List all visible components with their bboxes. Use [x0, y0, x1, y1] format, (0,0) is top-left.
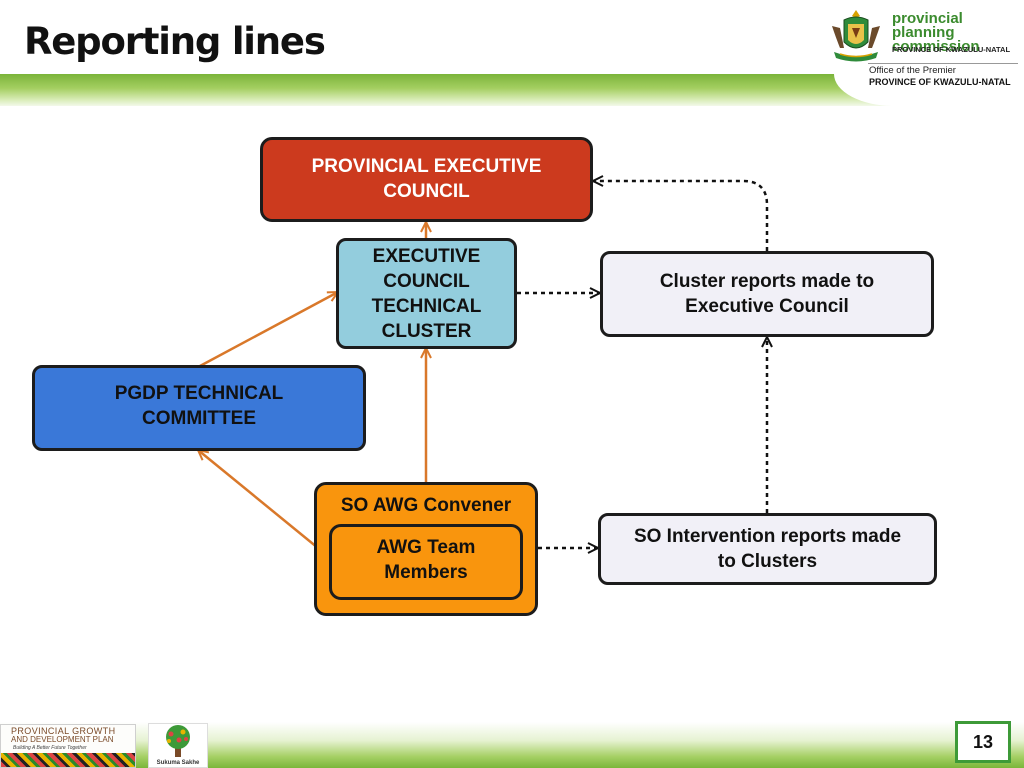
- sukuma-sakhe-logo: Sukuma Sakhe: [148, 723, 208, 768]
- edge-awg-to-pgdp: [198, 450, 319, 549]
- tree-icon: [166, 725, 190, 757]
- node-pgdp-technical-committee: PGDP TECHNICAL COMMITTEE: [32, 365, 366, 451]
- edge-cluster-reports-to-exco: [593, 181, 769, 251]
- node-label-line: COUNCIL: [383, 270, 470, 292]
- edge-pgdp-to-ectc: [199, 290, 338, 368]
- node-label-line: Executive Council: [685, 296, 849, 317]
- node-label-line: to Clusters: [717, 551, 818, 572]
- kzn-coat-of-arms-icon: [832, 10, 880, 62]
- office-province-label: PROVINCE OF KWAZULU-NATAL: [869, 77, 1011, 87]
- pgdp-logo: PROVINCIAL GROWTH AND DEVELOPMENT PLAN B…: [0, 724, 136, 768]
- node-label-line: Cluster reports made to: [659, 271, 875, 292]
- node-provincial-executive-council: PROVINCIAL EXECUTIVE COUNCIL: [260, 137, 593, 222]
- node-label-line: PGDP TECHNICAL: [114, 383, 284, 404]
- office-label: Office of the Premier: [869, 65, 956, 76]
- node-label-line: CLUSTER: [381, 320, 472, 342]
- page-title: Reporting lines: [24, 20, 326, 63]
- page-number: 13: [955, 721, 1011, 763]
- org-name: provincial planning commission: [892, 10, 980, 55]
- node-label-line: SO AWG Convener: [340, 495, 512, 516]
- node-label-line: COUNCIL: [383, 181, 470, 202]
- node-so-intervention-reports: SO Intervention reports made to Clusters: [598, 513, 937, 585]
- node-label-line: AWG Team: [376, 537, 476, 558]
- node-awg-team-members: AWG Team Members: [329, 524, 523, 600]
- node-executive-council-technical-cluster: EXECUTIVE COUNCIL TECHNICAL CLUSTER: [336, 238, 517, 349]
- node-label-line: EXECUTIVE: [372, 245, 481, 267]
- node-label-line: TECHNICAL: [371, 295, 482, 317]
- node-label-line: COMMITTEE: [142, 408, 256, 429]
- beadwork-pattern: [1, 753, 135, 767]
- node-so-awg-convener: SO AWG Convener AWG Team Members: [314, 482, 538, 616]
- node-label-line: Members: [384, 562, 468, 583]
- node-label-line: SO Intervention reports made: [633, 526, 902, 547]
- org-province: PROVINCE OF KWAZULU-NATAL: [892, 45, 1011, 54]
- header-divider: [868, 63, 1018, 64]
- node-cluster-reports: Cluster reports made to Executive Counci…: [600, 251, 934, 337]
- header-green-band: [0, 74, 1024, 106]
- node-label-line: PROVINCIAL EXECUTIVE: [311, 156, 542, 177]
